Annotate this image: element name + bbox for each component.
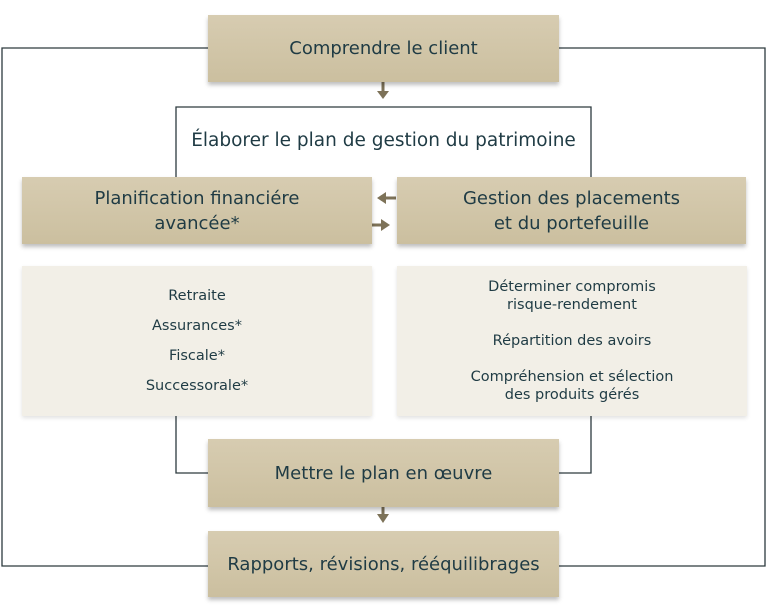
list-item: Compréhension et sélection des produits … xyxy=(471,368,674,404)
planning-topics-list: Retraite Assurances* Fiscale* Successora… xyxy=(22,266,372,416)
plan-section-heading: Élaborer le plan de gestion du patrimoin… xyxy=(191,130,576,151)
list-item: Fiscale* xyxy=(169,348,225,364)
inner-frame-top xyxy=(175,106,592,177)
portfolio-topics-list: Déterminer compromis risque-rendement Ré… xyxy=(397,266,747,416)
outer-loop-left xyxy=(1,47,208,567)
list-item-line: Répartition des avoirs xyxy=(492,333,652,349)
advanced-financial-planning-line-1: Planification financiére xyxy=(94,187,300,209)
step-understand-client-label: Comprendre le client xyxy=(289,38,478,59)
list-item: Successorale* xyxy=(145,378,249,394)
list-item: Retraite xyxy=(168,288,226,304)
outer-loop-right xyxy=(559,47,766,567)
list-item: Déterminer compromis risque-rendement xyxy=(488,278,656,314)
portfolio-management-line-1: Gestion des placements xyxy=(462,187,681,209)
inner-frame-right-bottom xyxy=(559,416,592,474)
step-reports-reviews-label: Rapports, révisions, rééquilibrages xyxy=(227,553,540,575)
step-understand-client: Comprendre le client xyxy=(208,15,559,82)
step-reports-reviews: Rapports, révisions, rééquilibrages xyxy=(208,531,559,597)
list-item-line: risque-rendement xyxy=(507,297,637,313)
list-item-line: Déterminer compromis xyxy=(488,279,656,295)
list-item-line: Compréhension et sélection xyxy=(470,369,674,385)
step-implement-plan-label: Mettre le plan en œuvre xyxy=(274,462,493,484)
arrow-down-implement xyxy=(377,507,389,523)
arrow-left xyxy=(377,192,396,204)
list-item: Répartition des avoirs xyxy=(493,332,652,350)
arrow-down-top xyxy=(377,82,389,99)
arrow-right xyxy=(372,219,390,231)
portfolio-management-line-2: et du portefeuille xyxy=(493,212,650,234)
portfolio-management-box: Gestion des placements et du portefeuill… xyxy=(397,177,746,244)
list-item-line: des produits gérés xyxy=(504,387,640,403)
inner-frame-left-bottom xyxy=(175,416,208,474)
advanced-financial-planning-box: Planification financiére avancée* xyxy=(22,177,372,244)
advanced-financial-planning-line-2: avancée* xyxy=(154,212,240,234)
list-item: Assurances* xyxy=(152,318,242,334)
step-implement-plan: Mettre le plan en œuvre xyxy=(208,439,559,507)
